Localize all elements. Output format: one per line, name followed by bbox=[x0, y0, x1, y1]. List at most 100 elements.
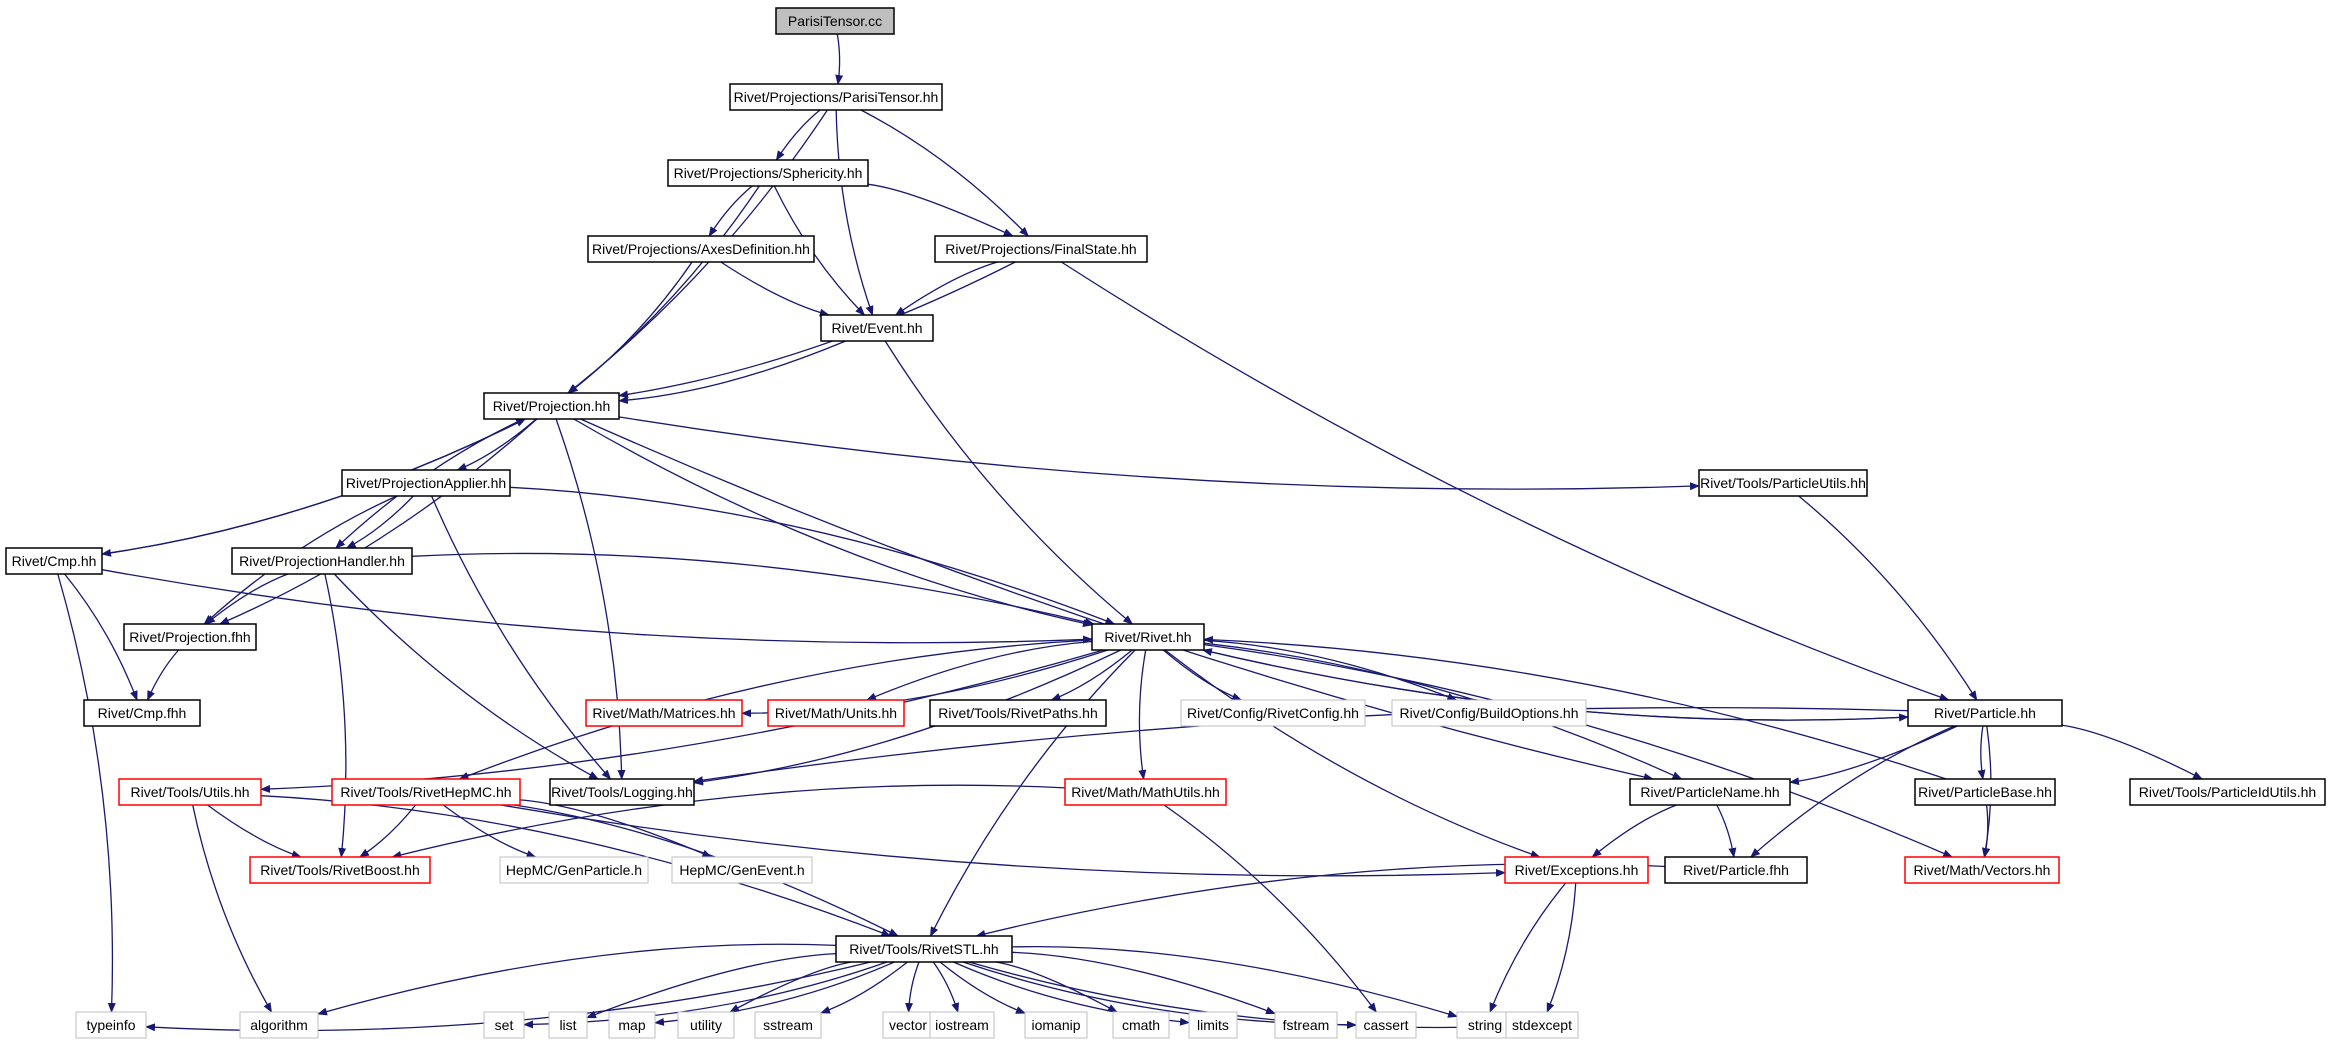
edge-n12-n32 bbox=[1203, 643, 1954, 858]
node-label: Rivet/ProjectionApplier.hh bbox=[346, 475, 506, 491]
edge-n19-n31 bbox=[1750, 725, 1955, 858]
node-label: ParisiTensor.cc bbox=[788, 13, 882, 29]
node-label: Rivet/Particle.fhh bbox=[1683, 862, 1789, 878]
node-n40: sstream bbox=[754, 1011, 822, 1039]
edge-n23-n27 bbox=[391, 784, 1066, 859]
node-n1[interactable]: Rivet/Projections/ParisiTensor.hh bbox=[729, 83, 943, 111]
edge-n24-n31 bbox=[1716, 804, 1737, 858]
node-n24[interactable]: Rivet/ParticleName.hh bbox=[1629, 778, 1791, 806]
node-n32[interactable]: Rivet/Math/Vectors.hh bbox=[1904, 856, 2060, 884]
node-n9[interactable]: Rivet/Cmp.hh bbox=[5, 547, 103, 575]
node-label: stdexcept bbox=[1512, 1017, 1572, 1033]
node-box bbox=[548, 1011, 588, 1039]
node-box bbox=[2129, 778, 2326, 806]
node-label: Rivet/Config/BuildOptions.hh bbox=[1400, 705, 1579, 721]
edge-n33-n35 bbox=[317, 943, 837, 1016]
node-label: cassert bbox=[1363, 1017, 1408, 1033]
edge-n33-n41 bbox=[905, 961, 920, 1013]
node-n30[interactable]: Rivet/Exceptions.hh bbox=[1504, 856, 1649, 884]
edge-n33-n46 bbox=[1011, 951, 1276, 1015]
node-box bbox=[1504, 856, 1649, 884]
node-label: limits bbox=[1197, 1017, 1229, 1033]
node-n18: Rivet/Config/BuildOptions.hh bbox=[1391, 699, 1587, 727]
edge-n33-n44 bbox=[996, 961, 1118, 1013]
node-n17: Rivet/Config/RivetConfig.hh bbox=[1180, 699, 1366, 727]
node-box bbox=[231, 547, 413, 575]
node-n20[interactable]: Rivet/Tools/Utils.hh bbox=[118, 778, 262, 806]
node-n0[interactable]: ParisiTensor.cc bbox=[775, 7, 895, 35]
node-n7[interactable]: Rivet/ProjectionApplier.hh bbox=[341, 469, 511, 497]
node-n45: limits bbox=[1188, 1011, 1238, 1039]
node-label: map bbox=[618, 1017, 645, 1033]
edge-n12-n30 bbox=[1164, 649, 1541, 858]
node-n10[interactable]: Rivet/ProjectionHandler.hh bbox=[231, 547, 413, 575]
node-label: Rivet/Tools/RivetHepMC.hh bbox=[340, 784, 511, 800]
node-box bbox=[549, 778, 695, 806]
node-n4[interactable]: Rivet/Projections/FinalState.hh bbox=[934, 235, 1148, 263]
node-box bbox=[1456, 1011, 1514, 1039]
node-label: Rivet/Tools/RivetPaths.hh bbox=[938, 705, 1098, 721]
edge-n4-n5 bbox=[894, 261, 998, 316]
edge-n2-n6 bbox=[567, 185, 760, 394]
node-n13[interactable]: Rivet/Cmp.fhh bbox=[83, 699, 201, 727]
node-n26[interactable]: Rivet/Tools/ParticleIdUtils.hh bbox=[2129, 778, 2326, 806]
node-n14[interactable]: Rivet/Math/Matrices.hh bbox=[585, 699, 743, 727]
node-n12[interactable]: Rivet/Rivet.hh bbox=[1091, 623, 1205, 651]
node-n49: stdexcept bbox=[1505, 1011, 1579, 1039]
node-n21[interactable]: Rivet/Tools/RivetHepMC.hh bbox=[331, 778, 521, 806]
node-label: cmath bbox=[1122, 1017, 1160, 1033]
node-n22[interactable]: Rivet/Tools/Logging.hh bbox=[549, 778, 695, 806]
node-box bbox=[729, 83, 943, 111]
node-n8[interactable]: Rivet/Tools/ParticleUtils.hh bbox=[1698, 469, 1868, 497]
node-n3[interactable]: Rivet/Projections/AxesDefinition.hh bbox=[587, 235, 815, 263]
node-n25[interactable]: Rivet/ParticleBase.hh bbox=[1914, 778, 2056, 806]
node-label: Rivet/ProjectionHandler.hh bbox=[239, 553, 405, 569]
node-box bbox=[123, 623, 257, 651]
edge-n10-n12 bbox=[411, 552, 1095, 626]
node-box bbox=[767, 699, 905, 727]
edge-n7-n22 bbox=[431, 495, 612, 780]
node-n33[interactable]: Rivet/Tools/RivetSTL.hh bbox=[835, 935, 1013, 963]
edge-n0-n1 bbox=[835, 33, 844, 85]
edge-n5-n6 bbox=[618, 340, 846, 405]
node-n41: vector bbox=[882, 1011, 934, 1039]
node-label: HepMC/GenEvent.h bbox=[679, 862, 804, 878]
node-label: Rivet/Tools/RivetBoost.hh bbox=[260, 862, 420, 878]
node-box bbox=[929, 699, 1107, 727]
edge-n12-n16 bbox=[1050, 649, 1133, 701]
node-n5[interactable]: Rivet/Event.hh bbox=[820, 314, 934, 342]
node-box bbox=[331, 778, 521, 806]
node-box bbox=[929, 1011, 995, 1039]
node-n15[interactable]: Rivet/Math/Units.hh bbox=[767, 699, 905, 727]
node-box bbox=[1391, 699, 1587, 727]
edge-n3-n6 bbox=[567, 261, 693, 394]
node-box bbox=[1698, 469, 1868, 497]
edge-n1-n4 bbox=[860, 109, 1029, 237]
node-n44: cmath bbox=[1112, 1011, 1170, 1039]
node-n2[interactable]: Rivet/Projections/Sphericity.hh bbox=[667, 159, 869, 187]
node-label: Rivet/Exceptions.hh bbox=[1515, 862, 1639, 878]
node-n31[interactable]: Rivet/Particle.fhh bbox=[1664, 856, 1808, 884]
node-n16[interactable]: Rivet/Tools/RivetPaths.hh bbox=[929, 699, 1107, 727]
node-box bbox=[671, 856, 813, 884]
node-box bbox=[754, 1011, 822, 1039]
node-label: algorithm bbox=[250, 1017, 308, 1033]
node-box bbox=[75, 1011, 147, 1039]
node-n29: HepMC/GenEvent.h bbox=[671, 856, 813, 884]
node-box bbox=[585, 699, 743, 727]
node-n6[interactable]: Rivet/Projection.hh bbox=[483, 392, 620, 420]
edge-n10-n11 bbox=[205, 573, 289, 625]
edge-n6-n22 bbox=[555, 418, 626, 780]
node-n28: HepMC/GenParticle.h bbox=[499, 856, 649, 884]
node-n11[interactable]: Rivet/Projection.fhh bbox=[123, 623, 257, 651]
edge-n19-n25 bbox=[1977, 725, 1986, 780]
node-n19[interactable]: Rivet/Particle.hh bbox=[1907, 699, 2063, 727]
node-box bbox=[1914, 778, 2056, 806]
edge-n30-n49 bbox=[1546, 882, 1577, 1013]
node-label: Rivet/Math/MathUtils.hh bbox=[1071, 784, 1220, 800]
node-n27[interactable]: Rivet/Tools/RivetBoost.hh bbox=[249, 856, 431, 884]
node-n39: utility bbox=[677, 1011, 735, 1039]
node-box bbox=[1904, 856, 2060, 884]
edge-n12-n21 bbox=[458, 639, 1093, 780]
node-n23[interactable]: Rivet/Math/MathUtils.hh bbox=[1064, 778, 1227, 806]
